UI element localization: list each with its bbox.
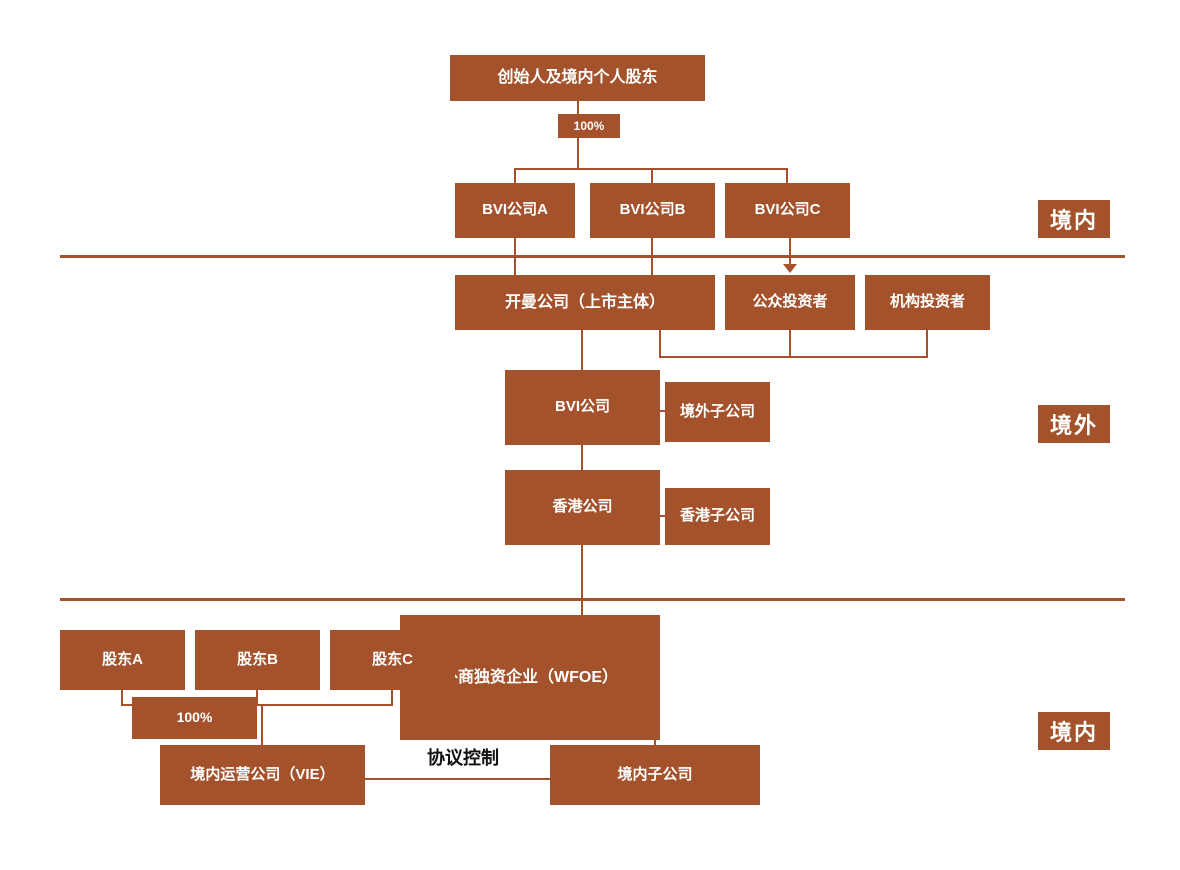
connector-public-bracket: [789, 330, 791, 358]
connector-investor-to-cayman: [659, 330, 661, 358]
connector-holders-to-vie: [261, 704, 263, 745]
connector-to-bvi-a: [514, 168, 516, 183]
section-label-offshore: 境外: [1038, 405, 1110, 443]
box-institutional-investors: 机构投资者: [865, 275, 990, 330]
box-hk-sub: 香港子公司: [665, 488, 770, 545]
arrowhead-to-public-investors: [783, 264, 797, 273]
section-label-domestic-top: 境内: [1038, 200, 1110, 238]
divider-domestic-offshore: [60, 255, 1125, 258]
connector-agreement-control: [365, 778, 550, 780]
box-bvi-a: BVI公司A: [455, 183, 575, 238]
box-percent-bottom: 100%: [132, 697, 257, 739]
connector-investor-horizontal: [659, 356, 928, 358]
box-bvi-c: BVI公司C: [725, 183, 850, 238]
connector-bvi-c-public: [789, 238, 791, 266]
box-holder-b: 股东B: [195, 630, 320, 690]
box-holder-a: 股东A: [60, 630, 185, 690]
box-hk-company: 香港公司: [505, 470, 660, 545]
connector-wfoe-domestic-sub: [654, 740, 656, 745]
divider-offshore-domestic: [60, 598, 1125, 601]
connector-to-bvi-c: [786, 168, 788, 183]
box-bvi-b: BVI公司B: [590, 183, 715, 238]
connector-holder-c-down: [391, 690, 393, 706]
box-percent-top: 100%: [558, 114, 620, 138]
connector-cayman-bvi: [581, 330, 583, 370]
connector-hk-wfoe: [581, 545, 583, 615]
connector-to-bvi-b: [651, 168, 653, 183]
box-public-investors: 公众投资者: [725, 275, 855, 330]
agreement-control-label: 协议控制: [427, 748, 499, 768]
connector-holder-a-down: [121, 690, 123, 706]
box-bvi-holdco: BVI公司: [505, 370, 660, 445]
connector-holder-b-down: [256, 690, 258, 706]
box-cayman: 开曼公司（上市主体）: [455, 275, 715, 330]
box-domestic-sub: 境内子公司: [550, 745, 760, 805]
connector-institutional-bracket: [926, 330, 928, 358]
box-holder-c: 股东C: [330, 630, 455, 690]
box-vie: 境内运营公司（VIE）: [160, 745, 365, 805]
connector-hk-hk-sub: [660, 515, 665, 517]
box-offshore-sub: 境外子公司: [665, 382, 770, 442]
section-label-domestic-bottom: 境内: [1038, 712, 1110, 750]
connector-bvi-b-cayman: [651, 238, 653, 275]
connector-bvi-offshore-sub: [660, 410, 665, 412]
connector-holders-horizontal: [121, 704, 393, 706]
connector-bvi-a-cayman: [514, 238, 516, 275]
connector-bvi-hk: [581, 445, 583, 470]
box-founders: 创始人及境内个人股东: [450, 55, 705, 101]
